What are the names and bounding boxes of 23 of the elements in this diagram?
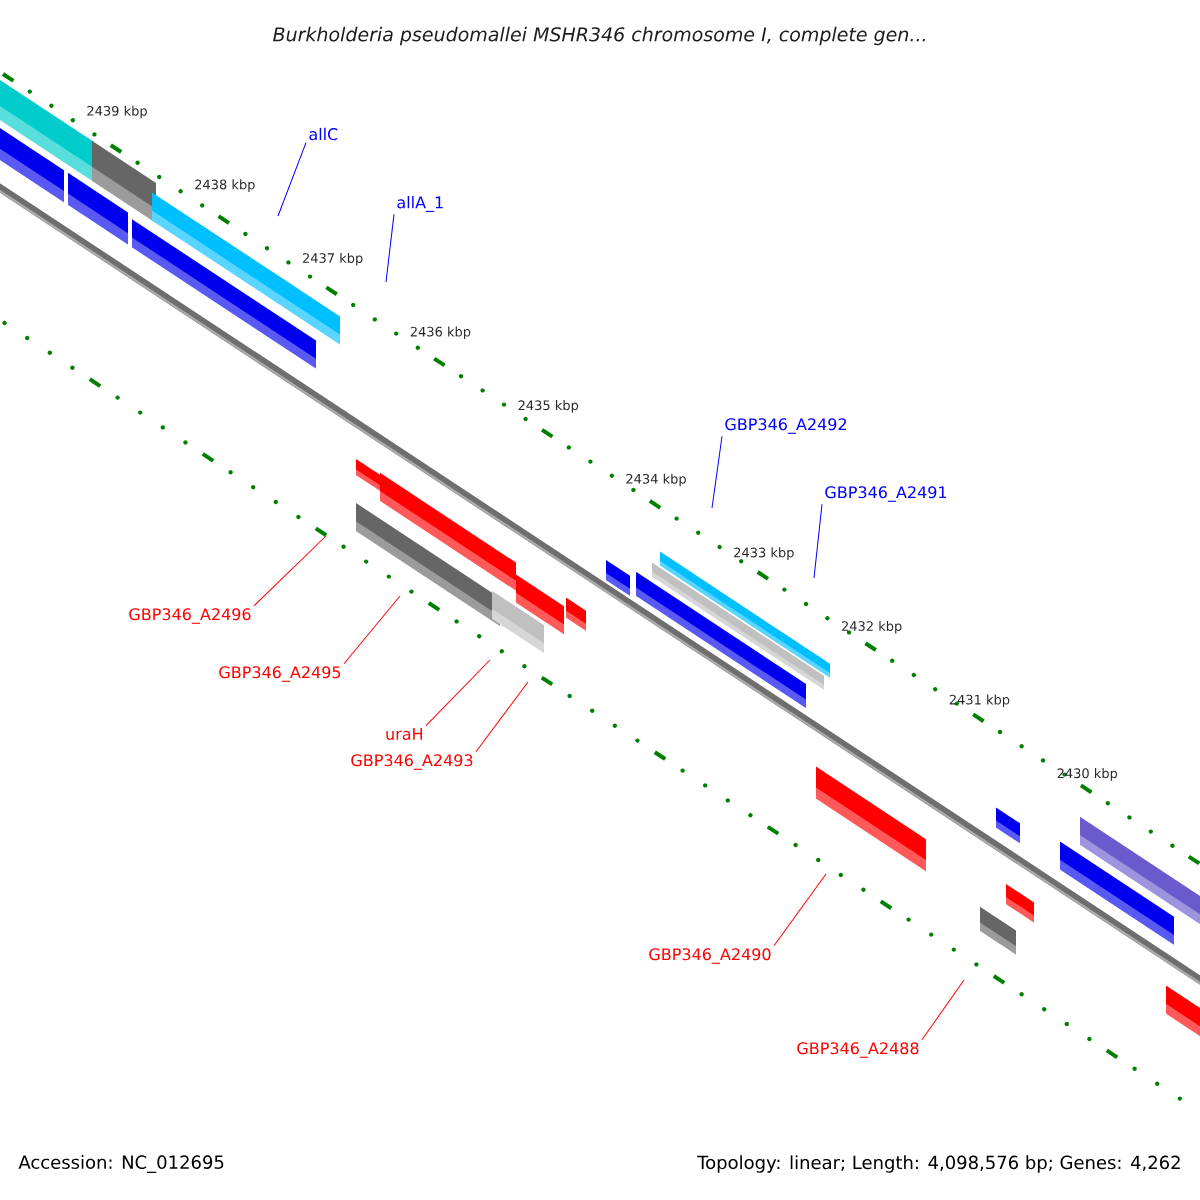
- gene-label: GBP346_A2496: [129, 608, 251, 624]
- gene-label: uraH: [386, 728, 422, 740]
- leader-line: [475, 681, 529, 753]
- footer-text: Topology: linear; Length: 4,098,576 bp; Genes: 4,262: [697, 1155, 1180, 1173]
- footer-text: Accession: NC_012695: [18, 1155, 224, 1173]
- gene-label: GBP346_A2492: [725, 418, 846, 434]
- title: Burkholderia pseudomallei MSHR346 chromosome I, complete gen...: [273, 26, 925, 46]
- gene-label: GBP346_A2490: [649, 948, 771, 964]
- leader-line: [425, 659, 491, 727]
- leader-line: [277, 142, 307, 217]
- leader-line: [343, 595, 401, 665]
- leader-line: [385, 213, 395, 283]
- gene-label: GBP346_A2493: [351, 754, 473, 770]
- leader-line: [813, 503, 823, 579]
- gene-label: GBP346_A2491: [825, 486, 947, 502]
- leader-line: [253, 535, 327, 607]
- gene-label: allC: [309, 127, 338, 141]
- leader-line: [711, 435, 723, 509]
- gene-label: GBP346_A2488: [797, 1042, 919, 1058]
- leader-line: [921, 979, 965, 1041]
- gene-label: GBP346_A2495: [219, 666, 341, 682]
- gene-label: allA_1: [397, 196, 443, 212]
- leader-line: [773, 873, 827, 947]
